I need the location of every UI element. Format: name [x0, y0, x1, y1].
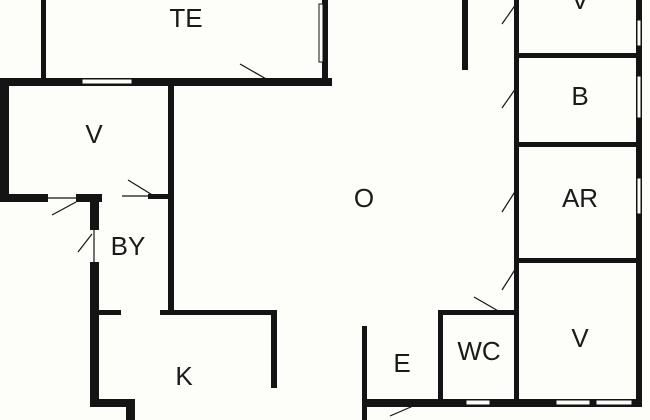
- room-te-walls: [0, 0, 332, 86]
- room-label-v-top-right: V: [571, 0, 589, 15]
- room-label-k: K: [175, 361, 193, 391]
- room-label-e: E: [393, 348, 410, 378]
- room-label-b: B: [571, 81, 588, 111]
- room-v-left-walls: [0, 78, 174, 314]
- room-label-wc: WC: [457, 336, 500, 366]
- room-label-o: O: [354, 183, 374, 213]
- windows: [81, 3, 642, 406]
- room-label-ar: AR: [562, 183, 598, 213]
- doors: [48, 3, 517, 417]
- room-label-v-left: V: [85, 119, 103, 149]
- room-label-v-bottom-right: V: [571, 323, 589, 353]
- room-label-te: TE: [169, 3, 202, 33]
- room-by-k-walls: [90, 196, 277, 420]
- room-label-by: BY: [111, 231, 146, 261]
